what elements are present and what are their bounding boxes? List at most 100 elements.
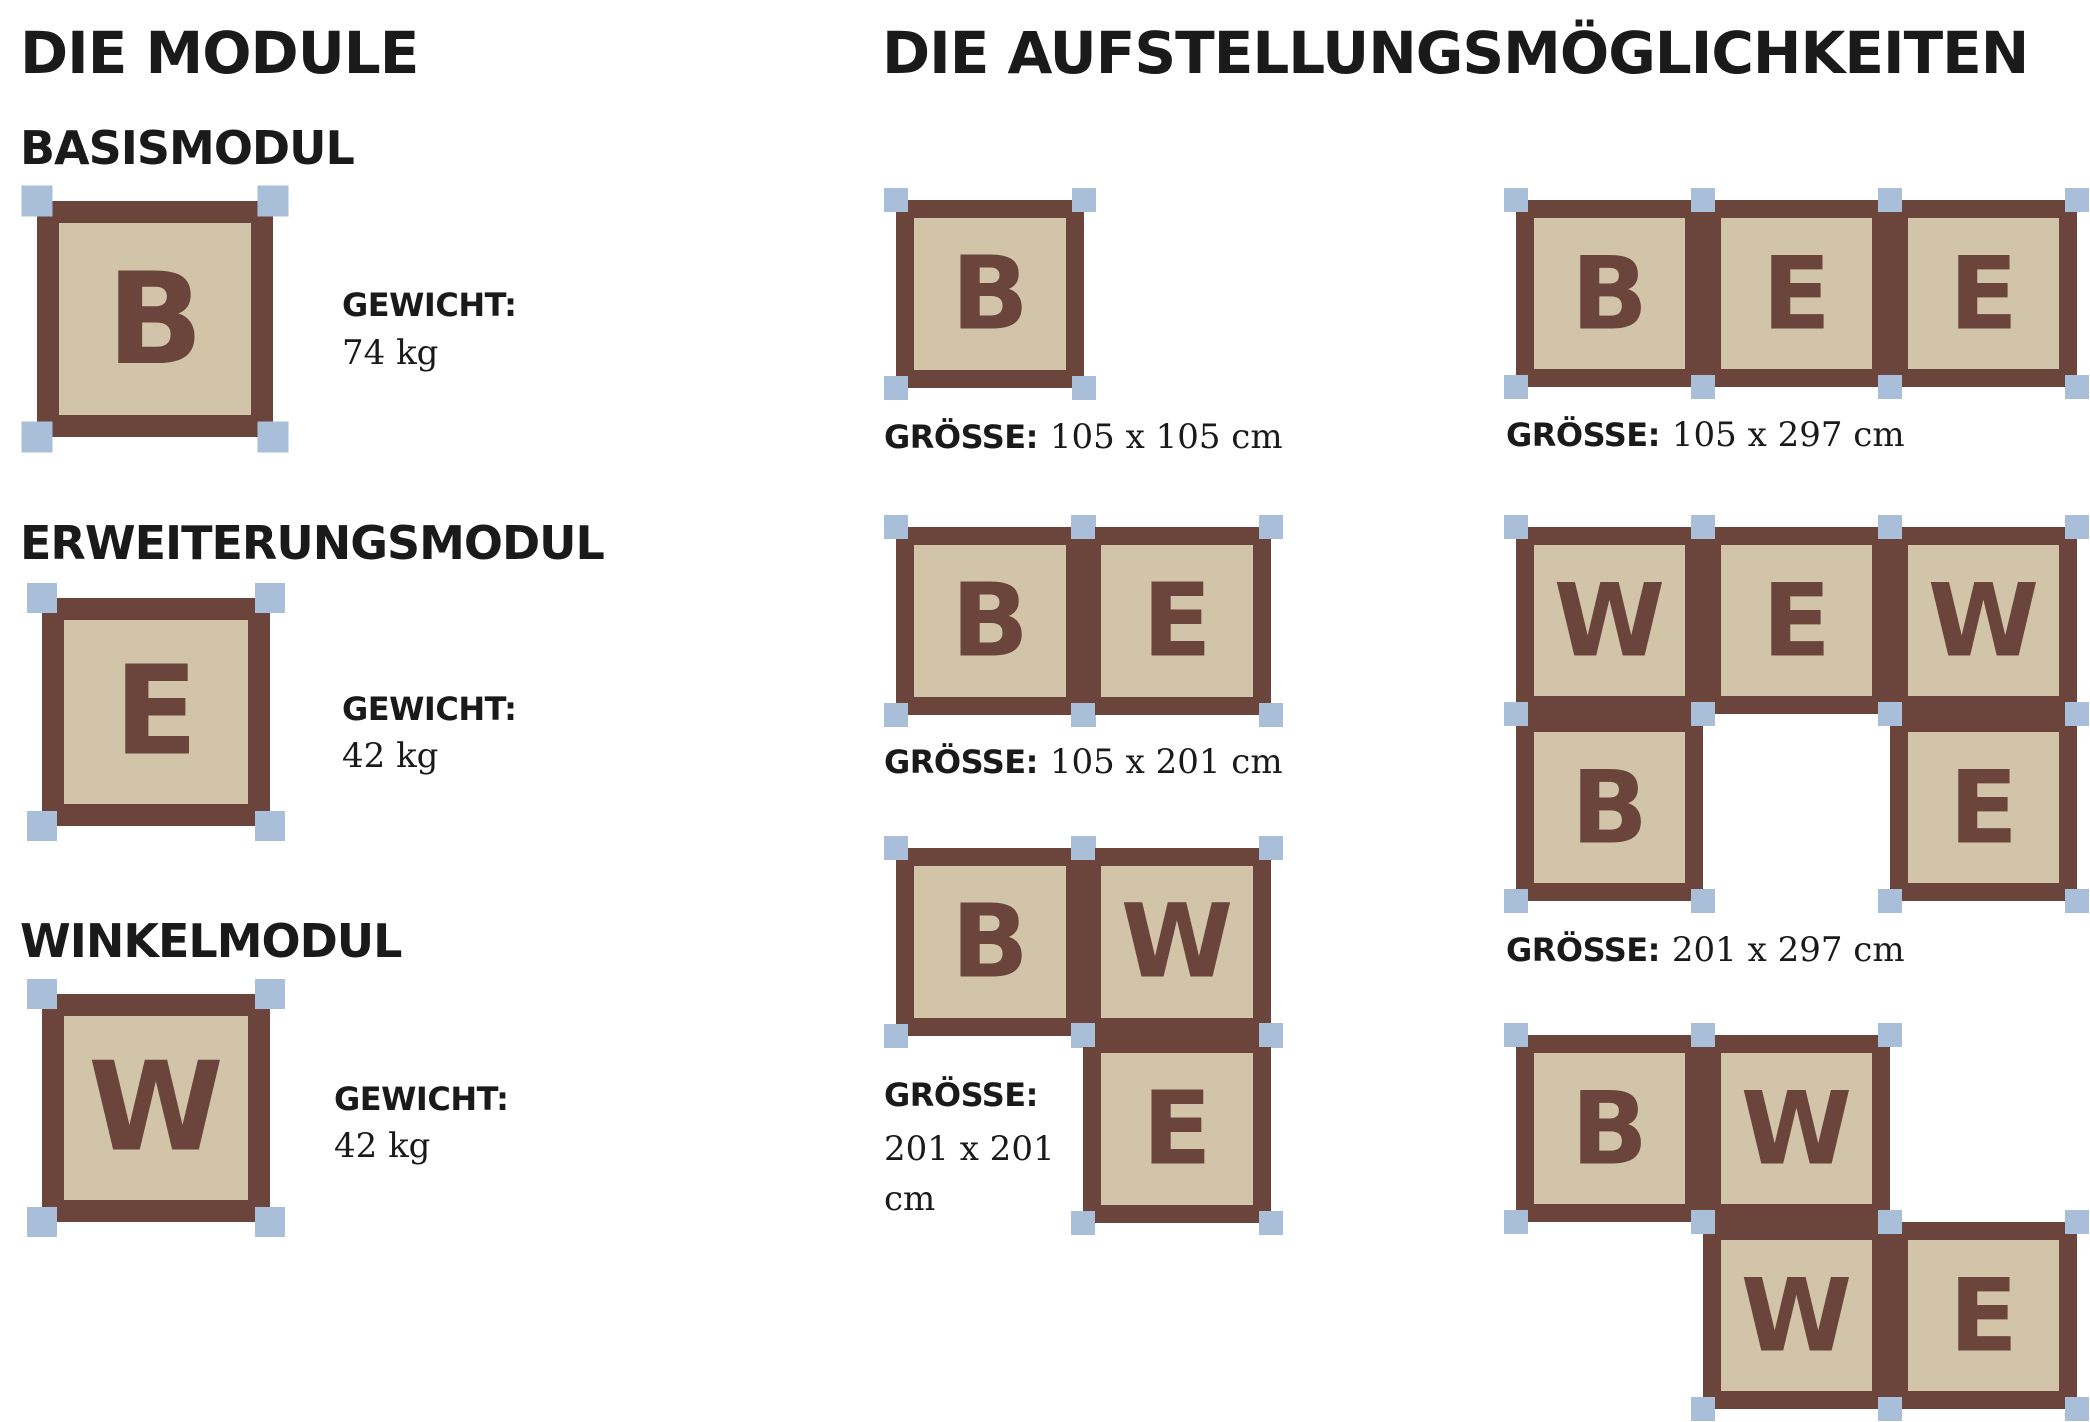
corner-connector	[1878, 515, 1902, 539]
module-letter: B	[951, 883, 1029, 1002]
module-name-erweiterung: ERWEITERUNGSMODUL	[20, 516, 605, 570]
weight-value-winkel: 42 kg	[334, 1126, 431, 1166]
corner-connector	[27, 1207, 57, 1237]
corner-connector	[1878, 188, 1902, 212]
corner-connector	[1072, 376, 1096, 400]
corner-connector	[1691, 1210, 1715, 1234]
size-value: 201 x 297 cm	[1671, 930, 1905, 970]
module-tile-winkel: W	[27, 979, 285, 1237]
module-name-basis: BASISMODUL	[20, 121, 355, 175]
module-letter: E	[1762, 235, 1831, 353]
corner-connector	[1259, 703, 1283, 727]
module-letter: E	[1762, 562, 1831, 680]
weight-label-basis: GEWICHT:	[342, 286, 517, 324]
module-letter: W	[88, 1037, 224, 1180]
module-letter: B	[1571, 235, 1648, 353]
module-letter: B	[951, 562, 1029, 681]
tile-panel	[1721, 545, 1872, 696]
config-2-tile: B	[1504, 188, 1715, 399]
tile-panel	[1721, 1240, 1872, 1391]
size-caption-config-5: GRÖSSE: 201 x 201 cm	[884, 1076, 1064, 1224]
section-title-arrangements: DIE AUFSTELLUNGSMÖGLICHKEITEN	[882, 19, 2029, 87]
corner-connector	[1691, 1023, 1715, 1047]
size-label: GRÖSSE:	[884, 1076, 1038, 1114]
corner-connector	[257, 421, 289, 453]
weight-value-basis: 74 kg	[342, 333, 439, 373]
config-5-tile: B	[884, 836, 1096, 1048]
tile-panel	[1101, 545, 1253, 697]
corner-connector	[1504, 375, 1528, 399]
corner-connector	[255, 1207, 285, 1237]
corner-connector	[1878, 1023, 1902, 1047]
corner-connector	[1878, 1397, 1902, 1421]
corner-connector	[1504, 702, 1528, 726]
corner-connector	[2065, 1397, 2089, 1421]
corner-connector	[1504, 1210, 1528, 1234]
size-caption-config-4: GRÖSSE:201 x 297 cm	[1506, 930, 1905, 970]
config-6-tile: W	[1691, 1023, 1902, 1234]
config-4-tile: W	[1878, 515, 2089, 726]
corner-connector	[2065, 889, 2089, 913]
config-5-tile: W	[1071, 836, 1283, 1048]
module-name-winkel: WINKELMODUL	[20, 914, 402, 968]
config-2-tile: E	[1878, 188, 2089, 399]
corner-connector	[1071, 703, 1095, 727]
corner-connector	[255, 979, 285, 1009]
size-value: 105 x 105 cm	[1049, 417, 1283, 457]
corner-connector	[1259, 1211, 1283, 1235]
corner-connector	[27, 583, 57, 613]
config-5-tile: E	[1071, 1023, 1283, 1235]
tile-panel	[1908, 1240, 2059, 1391]
module-letter: B	[1571, 749, 1648, 867]
corner-connector	[21, 185, 53, 217]
corner-connector	[21, 421, 53, 453]
corner-connector	[1878, 375, 1902, 399]
corner-connector	[2065, 515, 2089, 539]
tile-panel	[1534, 545, 1685, 696]
corner-connector	[255, 811, 285, 841]
config-4-tile: W	[1504, 515, 1715, 726]
corner-connector	[884, 1024, 908, 1048]
corner-connector	[2065, 702, 2089, 726]
corner-connector	[1878, 1210, 1902, 1234]
size-label: GRÖSSE:	[884, 418, 1038, 456]
module-letter: B	[951, 235, 1029, 354]
corner-connector	[1259, 836, 1283, 860]
size-value: 105 x 201 cm	[1049, 742, 1283, 782]
corner-connector	[884, 703, 908, 727]
tile-panel	[1534, 732, 1685, 883]
corner-connector	[1691, 889, 1715, 913]
module-letter: W	[1121, 883, 1234, 1002]
tile-panel	[1908, 218, 2059, 369]
corner-connector	[257, 185, 289, 217]
size-caption-config-2: GRÖSSE:105 x 297 cm	[1506, 415, 1905, 455]
corner-connector	[1691, 515, 1715, 539]
corner-connector	[27, 979, 57, 1009]
config-3-tile: B	[884, 515, 1096, 727]
module-letter: E	[1142, 1070, 1212, 1189]
tile-panel	[1101, 1053, 1253, 1205]
corner-connector	[1504, 889, 1528, 913]
tile-panel	[914, 545, 1066, 697]
corner-connector	[2065, 1210, 2089, 1234]
module-letter: B	[1571, 1070, 1648, 1188]
weight-label-erweiterung: GEWICHT:	[342, 690, 517, 728]
module-letter: W	[1741, 1257, 1852, 1375]
tile-panel	[1101, 866, 1253, 1018]
tile-panel	[1908, 545, 2059, 696]
tile-panel	[64, 1016, 248, 1200]
corner-connector	[27, 811, 57, 841]
corner-connector	[1071, 1023, 1095, 1047]
corner-connector	[1071, 1211, 1095, 1235]
module-tile-basis: B	[21, 185, 289, 453]
tile-panel	[1721, 1053, 1872, 1204]
corner-connector	[1504, 515, 1528, 539]
corner-connector	[884, 188, 908, 212]
module-letter: E	[1142, 562, 1212, 681]
module-letter: E	[1949, 235, 2018, 353]
size-label: GRÖSSE:	[1506, 416, 1660, 454]
module-letter: E	[114, 641, 198, 784]
config-6-tile: W	[1691, 1210, 1902, 1421]
config-3-tile: E	[1071, 515, 1283, 727]
module-letter: W	[1741, 1070, 1852, 1188]
